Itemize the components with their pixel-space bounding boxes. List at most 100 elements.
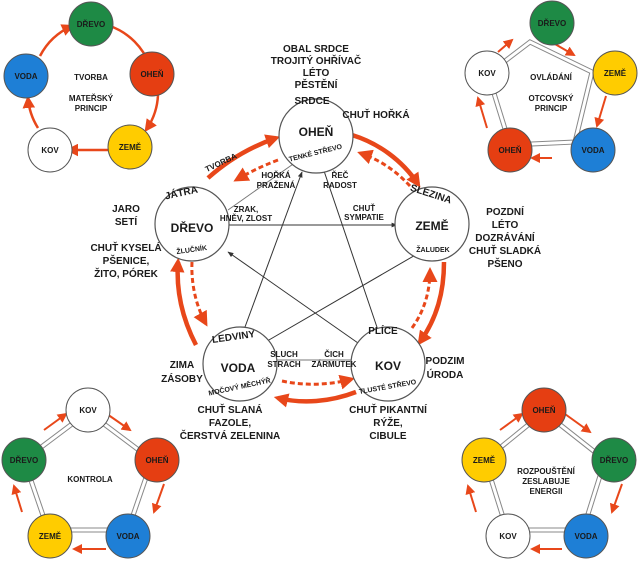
node-fire [134,437,180,483]
fire-taste: CHUŤ HOŘKÁ [342,108,409,121]
label-bitter: HOŘKÁ [261,171,291,180]
node-label: OHEŇ [145,456,168,465]
node-metal [464,50,510,96]
node-water [563,513,609,559]
element-fire [278,98,354,174]
metal-info: PODZIM [426,356,465,367]
label-creation: TVORBA [204,151,239,174]
node-label: OHEŇ [532,406,555,415]
mini-title: ENERGII [530,487,563,496]
element-name-metal: KOV [375,359,401,373]
mini-diagram-dissolution: OHEŇ DŘEVO VODA KOV ZEMĚ ROZPOUŠTĚNÍ ZES… [461,387,637,559]
wood-taste: CHUŤ KYSELÁ [90,241,161,254]
node-water [105,513,151,559]
fire-info: PĚSTĚNÍ [295,78,338,91]
node-wood [1,437,47,483]
node-label: KOV [41,146,59,155]
node-earth [592,50,638,96]
label-anger: HNĚV, ZLOST [220,214,272,223]
node-label: KOV [499,532,517,541]
node-label: ZEMĚ [473,456,496,465]
wood-info: SETÍ [115,215,137,228]
label-smell: ČICH [324,350,344,359]
mini-diagram-check: KOV OHEŇ VODA ZEMĚ DŘEVO KONTROLA [1,387,180,559]
label-fear: STRACH [267,360,301,369]
node-fire [129,51,175,97]
wood-taste: PŠENICE, [103,254,150,267]
node-wood [591,437,637,483]
element-name-fire: OHEŇ [299,124,334,139]
node-water [570,127,616,173]
node-label: ZEMĚ [39,532,62,541]
fire-info: LÉTO [303,66,330,79]
mini-subtitle: PRINCIP [535,104,568,113]
water-taste: FAZOLE, [209,418,251,429]
node-label: VODA [574,532,597,541]
node-label: VODA [116,532,139,541]
node-wood [529,0,575,46]
mini-subtitle: PRINCIP [75,104,108,113]
label-joy: RADOST [323,181,357,190]
fire-info: TROJITÝ OHŘÍVAČ [271,54,361,67]
water-info: ZIMA [170,360,194,371]
node-earth [107,124,153,170]
mini-subtitle: MATEŘSKÝ [69,94,114,103]
element-name-earth: ZEMĚ [415,218,448,233]
organ-heart: SRDCE [294,96,329,107]
metal-taste: RÝŽE, [373,416,403,429]
mini-title: OVLÁDÁNÍ [530,73,573,82]
water-taste: ČERSTVÁ ZELENINA [180,429,281,442]
element-name-wood: DŘEVO [171,220,214,235]
mini-diagram-creation: DŘEVO OHEŇ ZEMĚ KOV VODA TVORBA MATEŘSKÝ… [3,1,175,173]
earth-info: CHUŤ SLADKÁ [469,244,541,257]
mini-title: TVORBA [74,73,108,82]
water-info: ZÁSOBY [161,372,203,385]
element-water [202,326,278,402]
node-earth [27,513,73,559]
metal-info: ÚRODA [427,368,464,381]
node-label: ZEMĚ [119,143,142,152]
node-label: OHEŇ [498,146,521,155]
earth-info: PŠENO [487,257,522,270]
label-sight: ZRAK, [234,205,258,214]
node-fire [487,127,533,173]
node-label: DŘEVO [538,19,566,28]
element-earth [394,186,470,262]
node-label: ZEMĚ [604,69,627,78]
earth-info: POZDNÍ [486,205,524,218]
mini-title: KONTROLA [67,475,113,484]
node-earth [461,437,507,483]
mini-diagram-control: DŘEVO ZEMĚ VODA OHEŇ KOV OVLÁDÁNÍ OTCOVS… [464,0,638,173]
node-metal [65,387,111,433]
mini-title: ROZPOUŠTĚNÍ [517,467,576,476]
node-label: DŘEVO [10,456,38,465]
mini-subtitle: OTCOVSKÝ [529,94,575,103]
wood-info: JARO [112,204,140,215]
label-hearing: SLUCH [270,350,298,359]
node-wood [68,1,114,47]
metal-taste: CIBULE [369,431,407,442]
label-sympathy: SYMPATIE [344,213,384,222]
node-water [3,53,49,99]
node-label: VODA [581,146,604,155]
node-metal [485,513,531,559]
label-roasted: PRAŽENÁ [257,181,296,190]
label-grief: ZÁRMUTEK [312,360,357,369]
node-fire [521,387,567,433]
node-label: KOV [79,406,97,415]
node-label: DŘEVO [600,456,628,465]
organ-lungs: PLÍCE [368,324,398,337]
fire-info: OBAL SRDCE [283,44,349,55]
element-metal [350,326,426,402]
node-metal [27,127,73,173]
central-diagram: SRDCE OHEŇ TENKÉ STŘEVO OBAL SRDCE TROJI… [90,44,541,442]
node-label: KOV [478,69,496,78]
mini-title: ZESLABUJE [522,477,570,486]
label-speech: ŘEČ [332,171,349,180]
water-taste: CHUŤ SLANÁ [198,403,263,416]
organ-stomach: ŽALUDEK [416,245,449,254]
earth-info: LÉTO [492,218,519,231]
label-taste: CHUŤ [353,204,375,213]
